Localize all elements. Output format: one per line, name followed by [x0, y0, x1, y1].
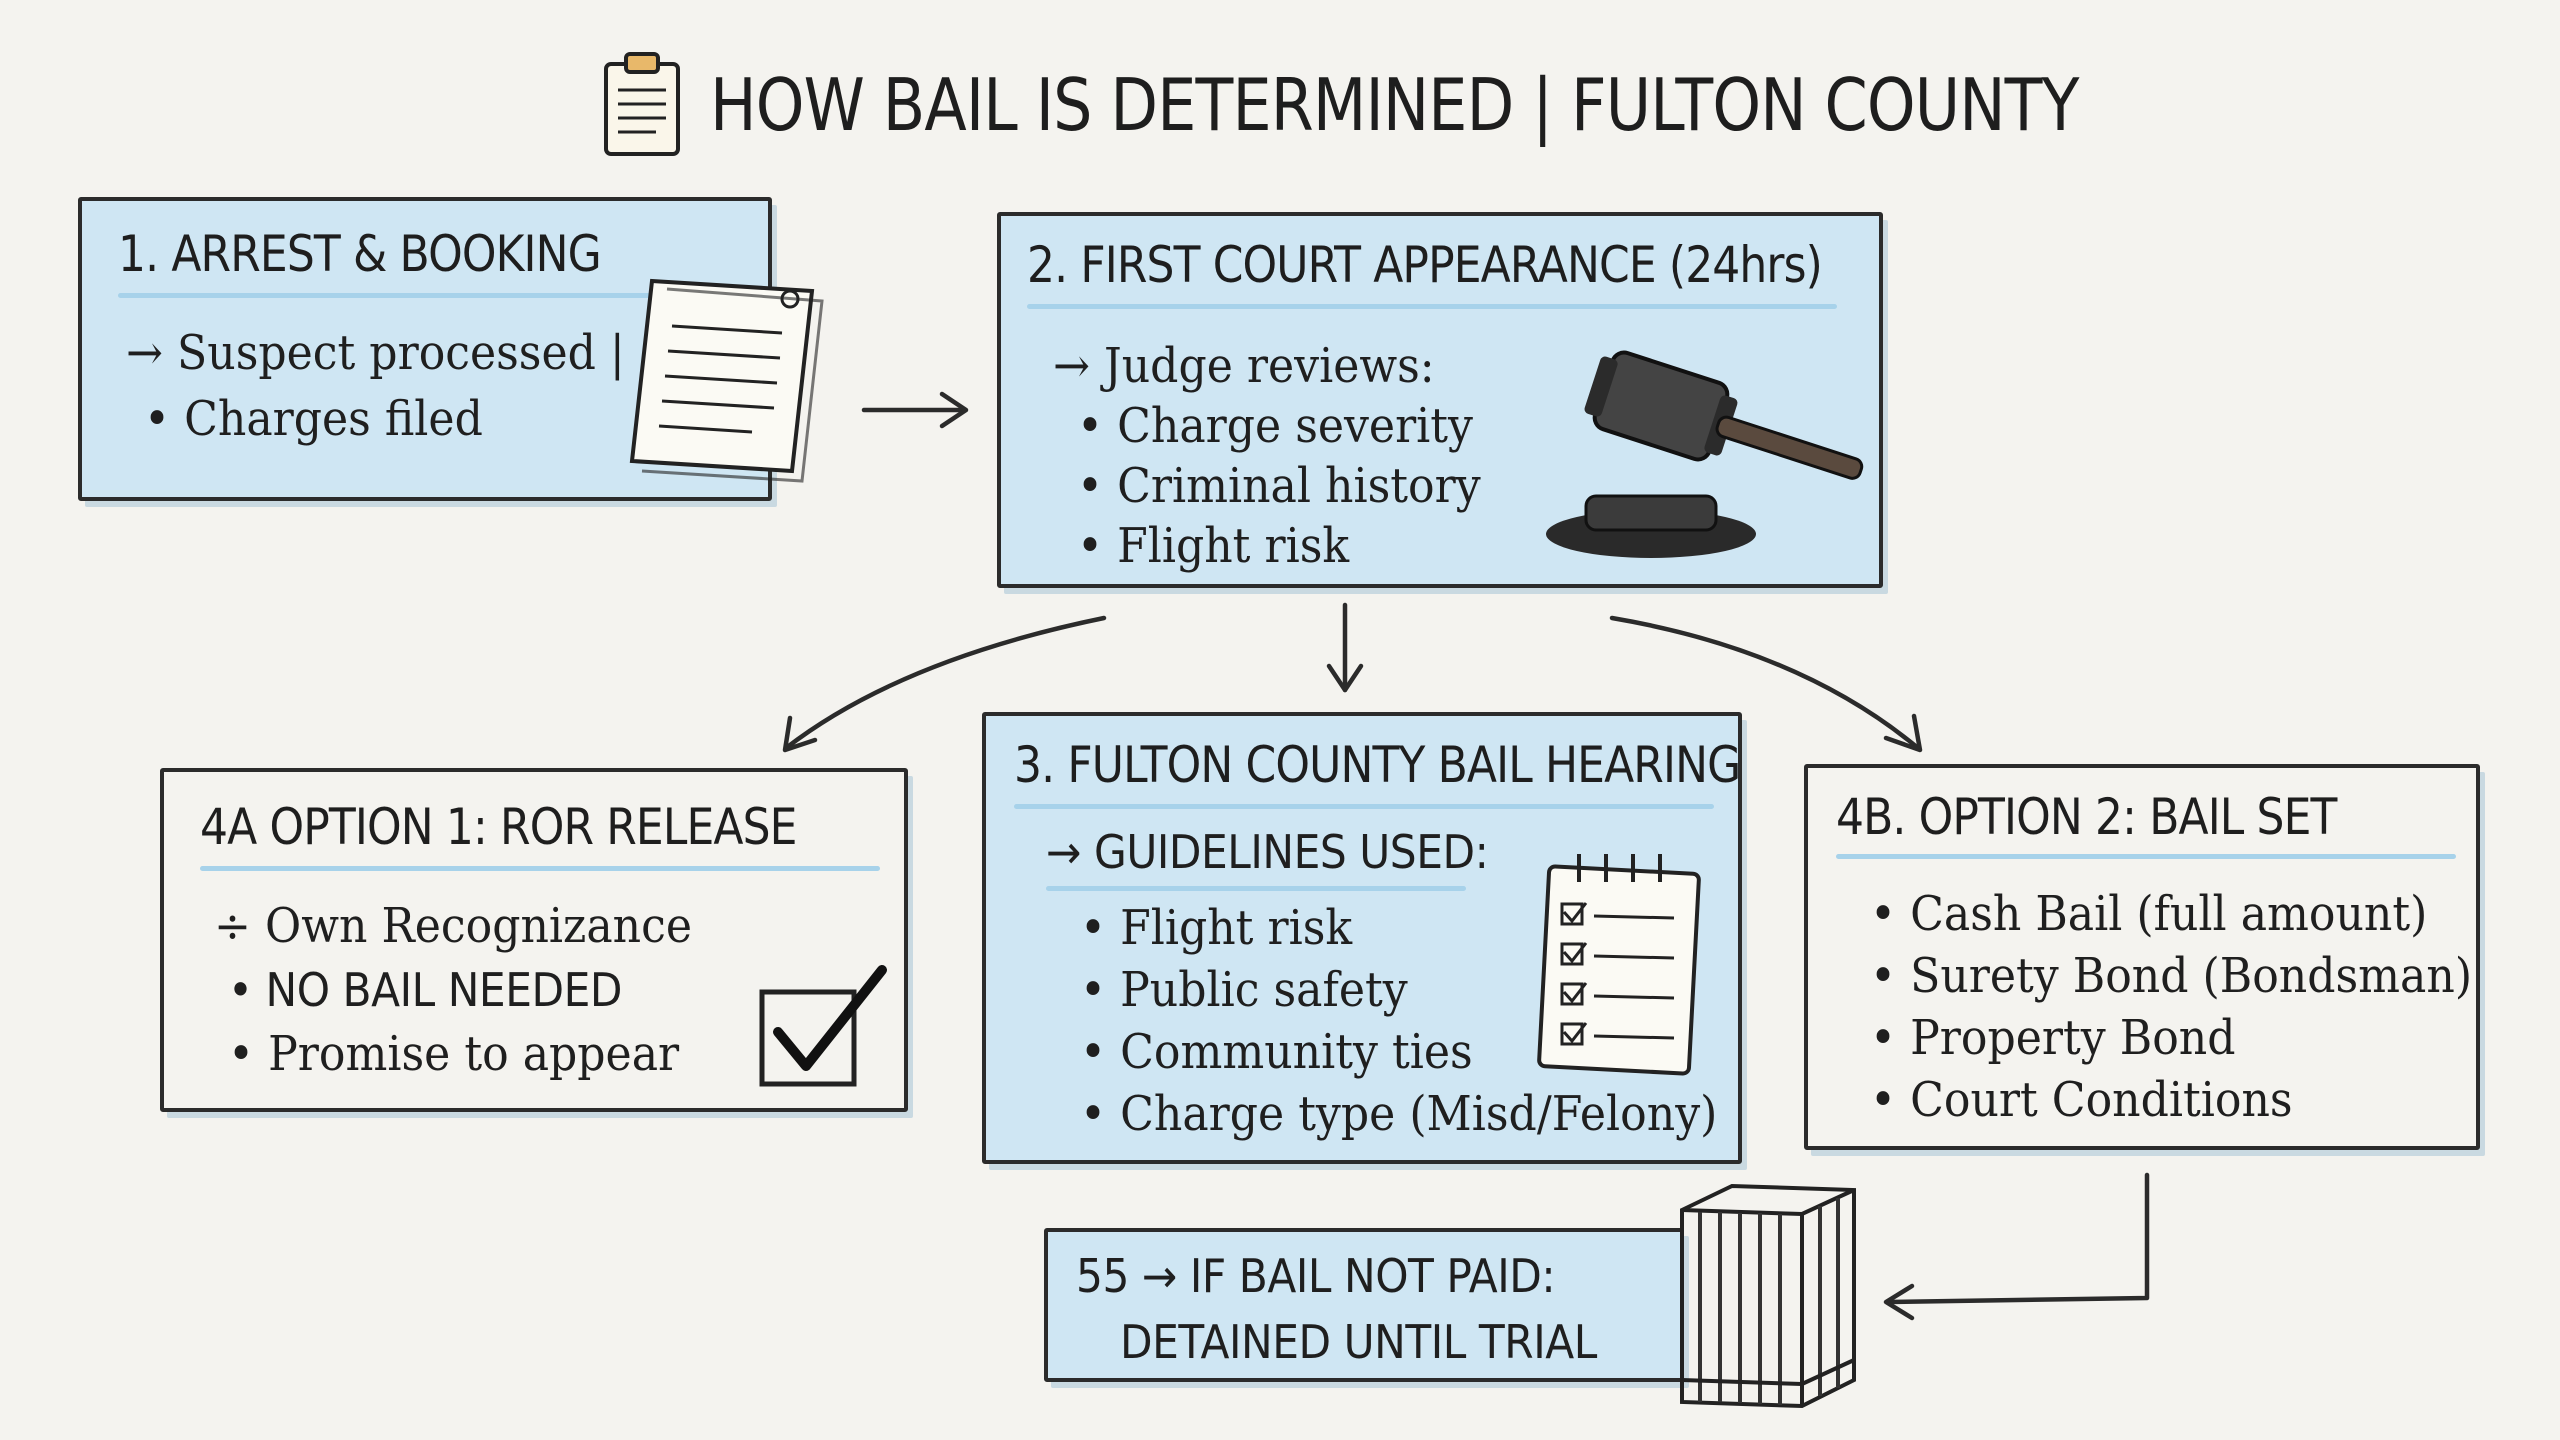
step-4b-line-3: • Property Bond	[1870, 1010, 2236, 1066]
jail-cage-icon	[1680, 1183, 1856, 1409]
step-4a-line-1: ÷ Own Recognizance	[214, 898, 692, 954]
checkbox-checked-icon	[759, 965, 887, 1087]
checklist-notepad-icon	[1537, 854, 1701, 1076]
step-3-subtitle-underline	[1046, 886, 1466, 891]
step-1-line-1: → Suspect processed |	[126, 325, 625, 381]
step-4b-line-1: • Cash Bail (full amount)	[1870, 886, 2428, 942]
step-1-line-2: • Charges filed	[144, 391, 483, 447]
step-1-box: 1. ARREST & BOOKING → Suspect processed …	[78, 197, 824, 501]
diagram-title: HOW BAIL IS DETERMINED | FULTON COUNTY	[600, 50, 2301, 160]
step-3-line-4: • Charge type (Misd/Felony)	[1080, 1086, 1718, 1142]
step-1-underline	[118, 293, 678, 298]
step-4b-box: 4B. OPTION 2: BAIL SET • Cash Bail (full…	[1804, 764, 2480, 1150]
arrow-step2-to-step3	[1326, 602, 1364, 693]
arrow-step2-to-step4a	[782, 615, 1107, 753]
step-4a-box: 4A OPTION 1: ROR RELEASE ÷ Own Recogniza…	[160, 768, 908, 1112]
step-5-box: 55 → IF BAIL NOT PAID: DETAINED UNTIL TR…	[1044, 1228, 1684, 1382]
step-3-title: 3. FULTON COUNTY BAIL HEARING	[1014, 736, 1741, 794]
document-icon	[629, 278, 824, 483]
arrow-step1-to-step2	[861, 391, 969, 429]
step-1-title: 1. ARREST & BOOKING	[118, 225, 602, 283]
page-title: HOW BAIL IS DETERMINED | FULTON COUNTY	[710, 63, 2079, 147]
step-3-line-1: • Flight risk	[1080, 900, 1353, 956]
step-4a-line-2: • NO BAIL NEEDED	[228, 963, 623, 1017]
step-3-subtitle: → GUIDELINES USED:	[1046, 825, 1489, 879]
step-3-line-3: • Community ties	[1080, 1024, 1473, 1080]
gavel-icon	[1546, 350, 1864, 558]
step-4a-line-3: • Promise to appear	[228, 1026, 680, 1082]
step-2-box: 2. FIRST COURT APPEARANCE (24hrs) → Judg…	[997, 212, 1883, 588]
step-5-line-1: 55 → IF BAIL NOT PAID:	[1076, 1249, 1556, 1303]
step-4b-line-2: • Surety Bond (Bondsman)	[1870, 948, 2473, 1004]
step-2-line-4: • Flight risk	[1077, 518, 1350, 574]
step-2-line-1: → Judge reviews:	[1053, 338, 1435, 394]
step-4b-line-4: • Court Conditions	[1870, 1072, 2293, 1128]
step-4a-title: 4A OPTION 1: ROR RELEASE	[200, 798, 797, 856]
step-4b-underline	[1836, 854, 2456, 859]
step-2-underline	[1027, 304, 1837, 309]
step-3-box: 3. FULTON COUNTY BAIL HEARING → GUIDELIN…	[982, 712, 1742, 1164]
step-5-line-2: DETAINED UNTIL TRIAL	[1120, 1315, 1597, 1369]
step-2-line-2: • Charge severity	[1077, 398, 1474, 454]
arrow-step2-to-step4b	[1609, 615, 1923, 753]
step-2-line-3: • Criminal history	[1077, 458, 1481, 514]
step-4a-underline	[200, 866, 880, 871]
arrow-step4b-to-step5	[1883, 1172, 2150, 1321]
step-2-title: 2. FIRST COURT APPEARANCE (24hrs)	[1027, 236, 1823, 294]
step-3-line-2: • Public safety	[1080, 962, 1408, 1018]
clipboard-icon	[604, 52, 680, 156]
step-4b-title: 4B. OPTION 2: BAIL SET	[1836, 788, 2337, 846]
step-3-underline	[1014, 804, 1714, 809]
